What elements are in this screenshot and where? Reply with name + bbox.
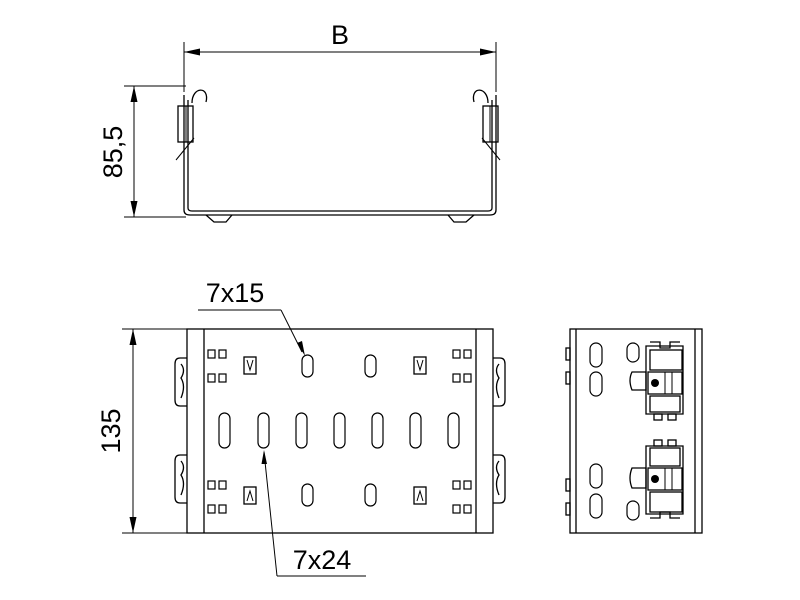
dimension-width-label: B xyxy=(331,20,349,50)
connector-clip-upper xyxy=(629,341,684,421)
dimension-height-label: 85,5 xyxy=(98,126,128,179)
dimension-length: 135 xyxy=(96,328,187,534)
hole-small-label: 7x15 xyxy=(206,278,265,308)
dimension-width: B xyxy=(183,20,497,92)
dimension-height: 85,5 xyxy=(98,85,186,218)
slots-7x24 xyxy=(218,412,460,449)
side-view xyxy=(565,328,703,534)
dimension-length-label: 135 xyxy=(96,408,126,453)
slots-7x15 xyxy=(301,354,377,507)
square-holes xyxy=(207,349,472,514)
front-view xyxy=(175,89,501,223)
hole-large-label: 7x24 xyxy=(293,545,352,575)
top-view: 7x15 7x24 xyxy=(174,278,506,577)
tab-cutouts xyxy=(243,356,427,505)
connector-clip-lower xyxy=(629,439,684,519)
